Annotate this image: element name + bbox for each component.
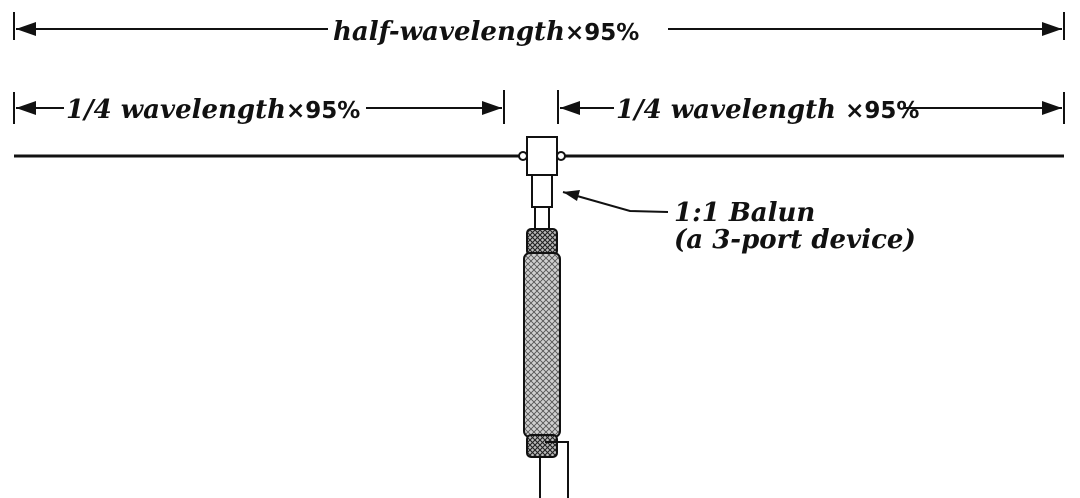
balun-label-line1: 1:1 Balun xyxy=(674,198,815,228)
balun-callout-leader xyxy=(562,191,669,213)
coax-bottom-braid-end xyxy=(526,434,558,458)
right-length-label: 1/4 wavelength ×95% xyxy=(616,95,919,125)
left-length-dimension xyxy=(13,90,505,124)
arrowhead-left-icon xyxy=(16,22,36,36)
coax-shield-jacket xyxy=(523,252,561,438)
callout-arrowhead-icon xyxy=(563,190,580,201)
balun-port-neck xyxy=(531,174,553,208)
coax-connector xyxy=(534,206,550,230)
arrowhead-right-quarter-inner-icon xyxy=(560,101,580,115)
balun-body xyxy=(526,136,558,176)
coax-cable-icon xyxy=(523,228,569,498)
right-length-dimension xyxy=(557,90,1065,124)
balun-icon xyxy=(518,136,566,230)
balun-left-terminal xyxy=(518,151,528,161)
coax-top-braid-end xyxy=(526,228,558,256)
arrowhead-left-quarter-inner-icon xyxy=(482,101,502,115)
total-length-label: half-wavelength×95% xyxy=(333,17,639,47)
left-length-label: 1/4 wavelength×95% xyxy=(66,95,360,125)
arrowhead-left-quarter-outer-icon xyxy=(16,101,36,115)
balun-right-terminal xyxy=(556,151,566,161)
balun-label-line2: (a 3-port device) xyxy=(674,225,916,255)
coax-lead-right xyxy=(545,441,569,498)
arrowhead-right-quarter-outer-icon xyxy=(1042,101,1062,115)
total-length-dimension xyxy=(13,12,1065,40)
arrowhead-right-icon xyxy=(1042,22,1062,36)
